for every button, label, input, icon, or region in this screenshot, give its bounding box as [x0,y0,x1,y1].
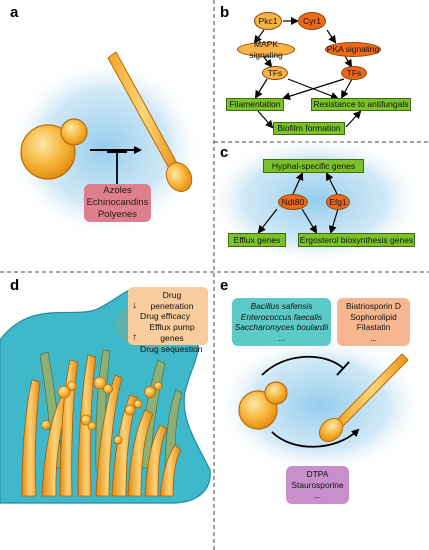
compound-biatriosporin: Biatriosporin D [346,301,401,311]
node-efg1: Efg1 [326,194,350,210]
biofilm-effects-box: ↓ Drug penetration Drug efficacy ↑ Efflu… [128,287,208,354]
node-efflux-genes: Efflux genes [228,233,286,247]
panel-label-c: c [220,144,229,161]
node-pkc1: Pkc1 [254,12,282,30]
promoter-compounds-box: DTPA Staurosporine ... [286,466,349,504]
yeast-bud-e [264,381,288,405]
effect-drug-efficacy: Drug efficacy [140,311,190,322]
yeast-bud-a [60,118,88,146]
node-tfs-right: TFs [341,66,367,80]
glow-a [7,58,203,238]
panel-label-a: a [10,4,19,21]
panel-b-arrows [253,17,362,129]
inhibitor-compounds-box: Biatriosporin D Sophorolipid Filastatin … [337,298,410,346]
compound-filastatin: Filastatin [356,322,391,332]
node-ndt80: Ndt80 [278,194,308,210]
inhibition-bar-e [336,361,350,376]
probiotics-box: Bacillus safensis Enterococcus faecalis … [232,298,331,346]
compound-more: ... [370,332,377,343]
promotion-arc-e [271,428,360,448]
effect-efflux-pump-genes: Efflux pump genes [149,322,195,343]
decreased-effects: ↓ Drug penetration Drug efficacy [132,290,204,322]
promoter-more: ... [314,490,321,501]
probiotic-more: ... [278,332,285,343]
hypha-base-e [318,417,344,443]
effect-drug-sequestion: Drug sequestion [140,343,203,354]
antifungal-drugs-box: Azoles Echinocandins Polyenes [84,184,151,222]
effect-drug-penetration: Drug penetration [150,290,194,311]
compound-sophorolipid: Sophorolipid [350,311,397,322]
drug-echinocandins: Echinocandins [86,197,149,209]
node-hyphal-specific-genes: Hyphal-specific genes [263,159,364,173]
drug-polyenes: Polyenes [97,208,138,220]
node-filamentation: Filamentation [226,98,284,111]
foreground-hyphae [21,354,182,497]
inhibition-arc-e [261,355,344,376]
node-mapk-signaling: MAPK signaling [237,39,295,60]
probiotic-saccharomyces: Saccharomyces boulardii [234,322,329,332]
node-ergosterol-genes: Ergosterol biosynthesis genes [298,233,415,247]
drug-azoles: Azoles [103,185,132,197]
node-resistance: Resistance to antifungals [311,98,411,111]
panel-a [7,51,203,238]
compound-dtpa: DTPA [306,469,329,480]
panel-label-d: d [10,277,20,294]
down-arrow-icon: ↓ [132,299,137,311]
node-biofilm-formation: Biofilm formation [273,122,345,135]
increased-effects: ↑ Efflux pump genes Drug sequestion [132,322,204,354]
panel-label-e: e [220,277,229,294]
yeast-clumps-d [41,376,163,445]
hypha-tip-a [165,162,193,192]
yeast-cell-a [20,124,76,180]
node-pka-signaling: PKA signaling [325,42,381,57]
probiotic-enterococcus: Enterococcus faecalis [240,311,323,322]
node-cyr1: Cyr1 [298,12,326,30]
probiotic-bacillus: Bacillus safensis [250,301,313,311]
panel-label-b: b [220,4,230,21]
node-tfs-left: TFs [262,66,288,80]
up-arrow-icon: ↑ [132,332,137,344]
panel-c [205,135,425,265]
decreased-list: Drug penetration Drug efficacy [140,290,204,322]
increased-list: Efflux pump genes Drug sequestion [140,322,204,354]
panel-e [215,335,425,475]
compound-staurosporine: Staurosporine [291,479,344,490]
